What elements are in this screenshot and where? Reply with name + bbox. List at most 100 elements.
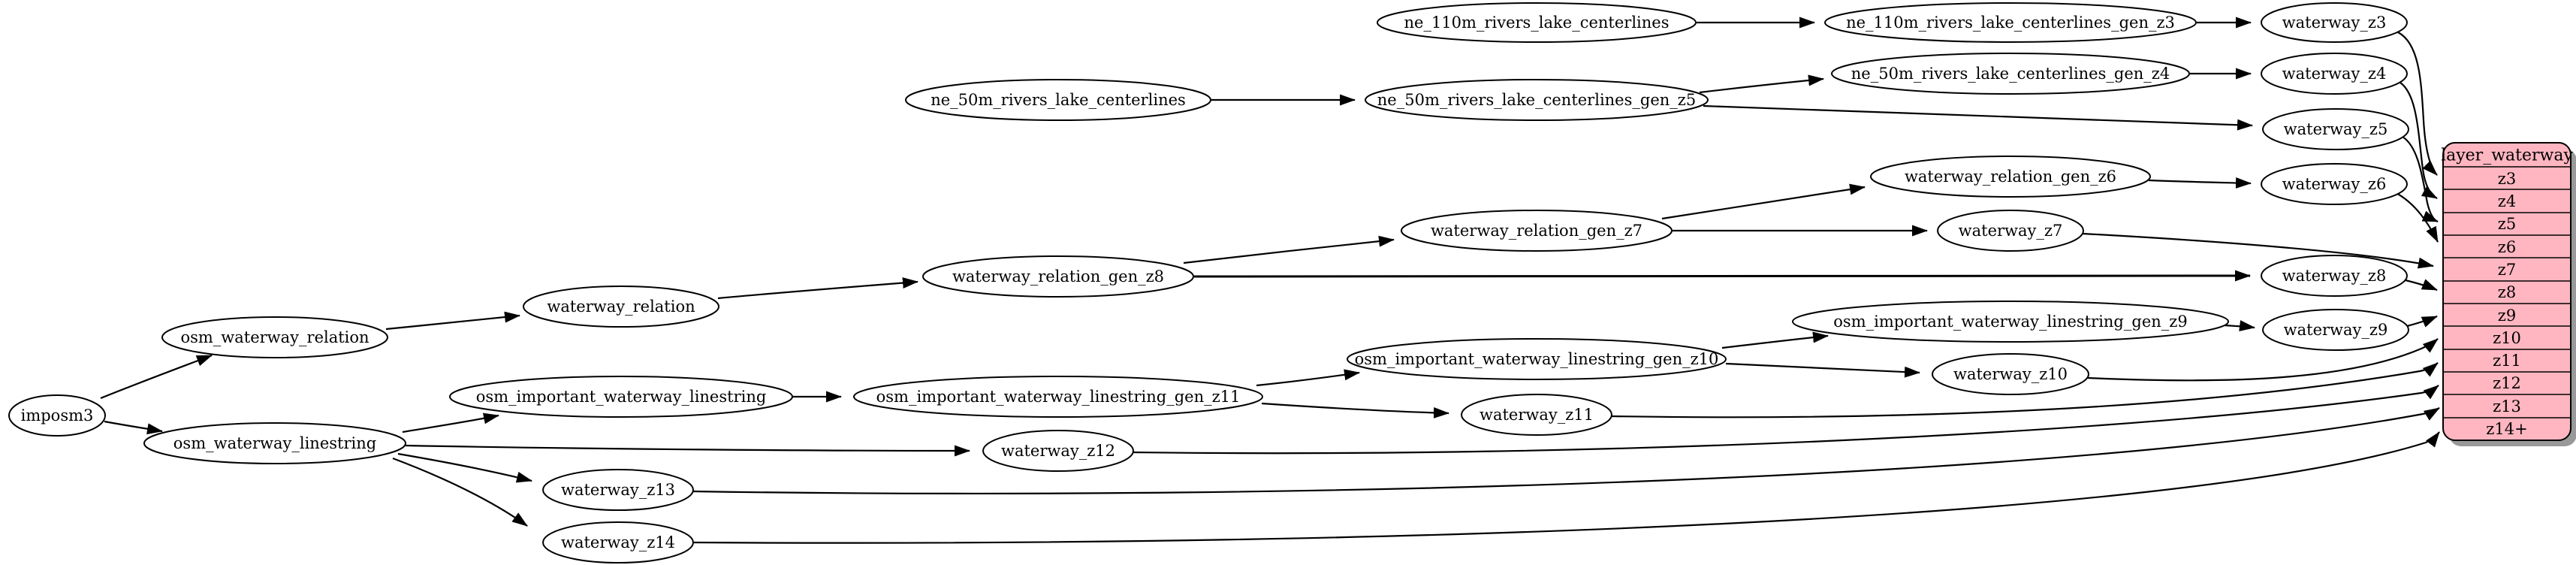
edge-ne50m_gen_z5-ne50m_gen_z4	[1699, 74, 1824, 94]
node-ellipse	[8, 394, 106, 437]
node-waterway_z5: waterway_z5	[2262, 108, 2409, 150]
node-osm_waterway_linestring: osm_waterway_linestring	[143, 422, 406, 464]
edge-waterway_z13-row_z13	[692, 407, 2440, 495]
node-label: osm_important_waterway_linestring	[476, 388, 767, 406]
edge-waterway_z7-row_z7	[2082, 232, 2434, 269]
node-label: waterway_z4	[2282, 65, 2387, 83]
node-osm_important_waterway_linestring_gen_z9: osm_important_waterway_linestring_gen_z9	[1792, 301, 2229, 343]
node-label: waterway_z9	[2284, 321, 2388, 339]
node-ellipse	[1870, 156, 2151, 198]
node-ellipse	[1347, 338, 1727, 380]
node-ellipse	[853, 376, 1263, 418]
table-row-z14: z14+	[2486, 420, 2527, 438]
node-ne_110m_rivers_lake_centerlines: ne_110m_rivers_lake_centerlines	[1377, 2, 1697, 43]
node-ellipse	[2261, 2, 2408, 43]
node-label: osm_waterway_relation	[180, 328, 369, 346]
node-waterway_relation_gen_z6: waterway_relation_gen_z6	[1870, 156, 2151, 198]
edge-waterway_z14-row_z14	[692, 431, 2440, 544]
layer-waterway-table: layer_waterway z3 z4 z5 z6 z7 z8 z9 z10 …	[2441, 142, 2576, 446]
node-ne_110m_rivers_lake_centerlines_gen_z3: ne_110m_rivers_lake_centerlines_gen_z3	[1824, 2, 2197, 43]
node-waterway_z3: waterway_z3	[2261, 2, 2408, 43]
node-ellipse	[1932, 353, 2089, 395]
edge-gen_z11-waterway_z11	[1261, 402, 1449, 418]
edge-imposm3-osm_waterway_linestring	[104, 420, 163, 435]
nodes: imposm3 osm_waterway_relation osm_waterw…	[8, 2, 2409, 563]
edges	[100, 17, 2440, 544]
node-label: ne_50m_rivers_lake_centerlines_gen_z5	[1377, 91, 1696, 109]
edge-gen_z10-gen_z9	[1721, 331, 1829, 349]
node-label: waterway_relation_gen_z7	[1431, 222, 1642, 240]
node-ellipse	[2261, 53, 2408, 95]
node-label: osm_important_waterway_linestring_gen_z1…	[1355, 350, 1719, 368]
edge-waterway_z8-row_z8	[2405, 279, 2438, 292]
table-row-z13: z13	[2493, 397, 2521, 415]
node-waterway_z7: waterway_z7	[1937, 210, 2084, 252]
edge-waterway_z4-row_z4	[2400, 82, 2438, 199]
node-ellipse	[1377, 2, 1697, 43]
node-osm_waterway_relation: osm_waterway_relation	[161, 316, 388, 358]
node-label: waterway_z13	[561, 481, 675, 499]
node-waterway_z14: waterway_z14	[542, 521, 694, 563]
node-ellipse	[1461, 394, 1612, 436]
edge-waterway_z9-row_z9	[2406, 315, 2438, 328]
node-label: ne_110m_rivers_lake_centerlines_gen_z3	[1846, 14, 2175, 32]
node-ellipse	[1792, 301, 2229, 343]
table-title: layer_waterway	[2441, 147, 2573, 165]
node-ne_50m_rivers_lake_centerlines: ne_50m_rivers_lake_centerlines	[905, 79, 1211, 121]
edge-gen_z7-gen_z6	[1661, 183, 1866, 220]
edge-waterway_z5-row_z5	[2402, 136, 2439, 223]
node-label: osm_important_waterway_linestring_gen_z9	[1833, 313, 2187, 331]
node-ellipse	[1937, 210, 2084, 252]
node-label: waterway_z5	[2284, 120, 2388, 138]
node-ne_50m_rivers_lake_centerlines_gen_z4: ne_50m_rivers_lake_centerlines_gen_z4	[1831, 53, 2190, 95]
node-label: osm_important_waterway_linestring_gen_z1…	[876, 388, 1241, 406]
table-row-z8: z8	[2498, 283, 2516, 301]
edge-waterway_z6-row_z6	[2394, 192, 2439, 243]
node-waterway_z8: waterway_z8	[2261, 255, 2408, 297]
node-ellipse	[161, 316, 388, 358]
table-row-z5: z5	[2498, 215, 2516, 233]
edge-waterway_z11-row_z11	[1611, 362, 2439, 418]
edge-waterway_z3-row_z3	[2397, 32, 2438, 176]
node-label: waterway_z10	[1953, 365, 2068, 383]
edge-gen_z9-waterway_z9	[2224, 320, 2255, 331]
edge-osm_waterway_linestring-waterway_z13	[397, 452, 532, 483]
node-waterway_relation: waterway_relation	[523, 286, 719, 328]
edge-gen_z10-waterway_z10	[1725, 362, 1920, 378]
node-label: ne_50m_rivers_lake_centerlines	[931, 91, 1186, 109]
node-label: waterway_z3	[2282, 14, 2387, 32]
node-ellipse	[1824, 2, 2197, 43]
edge-osm_waterway_relation-waterway_relation	[385, 311, 520, 331]
table-row-z4: z4	[2498, 192, 2516, 210]
table-row-z10: z10	[2493, 329, 2521, 347]
node-label: waterway_z11	[1480, 406, 1594, 424]
node-ellipse	[449, 376, 793, 418]
node-label: waterway_z14	[561, 533, 675, 551]
node-ellipse	[1831, 53, 2190, 95]
node-waterway_z13: waterway_z13	[542, 469, 694, 511]
table-row-separators	[2443, 166, 2571, 418]
node-label: waterway_z7	[1959, 222, 2063, 240]
node-label: waterway_relation_gen_z6	[1905, 168, 2116, 186]
table-row-z12: z12	[2493, 374, 2521, 392]
edge-waterway_relation-gen_z8	[717, 277, 918, 300]
node-waterway_z11: waterway_z11	[1461, 394, 1612, 436]
node-label: ne_110m_rivers_lake_centerlines	[1404, 14, 1670, 32]
edge-imposm3-osm_waterway_relation	[100, 354, 213, 400]
node-ellipse	[542, 521, 694, 563]
node-label: waterway_z6	[2282, 175, 2387, 193]
node-label: waterway_z8	[2282, 267, 2387, 285]
node-label: waterway_relation	[547, 298, 695, 316]
edge-osm_waterway_linestring-osm_important	[402, 412, 499, 434]
node-ellipse	[1365, 79, 1709, 121]
node-imposm3: imposm3	[8, 394, 106, 437]
node-ellipse	[922, 255, 1194, 298]
node-ellipse	[2262, 108, 2409, 150]
node-waterway_z4: waterway_z4	[2261, 53, 2408, 95]
edge-ne50m_gen_z5-waterway_z5	[1703, 104, 2253, 131]
table-row-z3: z3	[2498, 170, 2516, 188]
node-ellipse	[982, 430, 1134, 472]
edge-gen_z8-gen_z7	[1183, 235, 1395, 264]
